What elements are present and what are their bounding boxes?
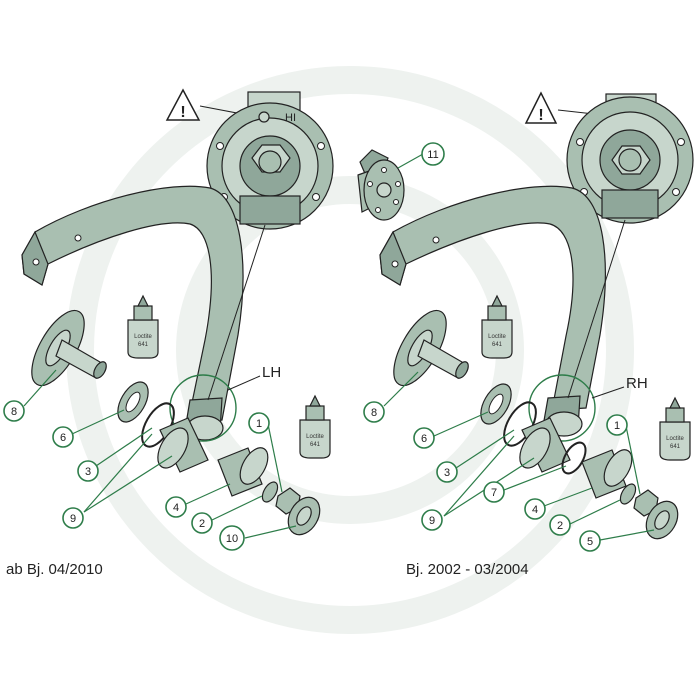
svg-text:!: ! (538, 107, 543, 124)
loctite-bottle: Loctite 641 (481, 294, 513, 359)
svg-text:!: ! (180, 104, 185, 121)
zoom-circle (169, 374, 237, 442)
washer-6 (480, 383, 512, 425)
callout-4: 4 (165, 496, 187, 518)
callout-3: 3 (436, 461, 458, 483)
svg-text:6: 6 (60, 432, 66, 444)
svg-text:9: 9 (70, 513, 76, 525)
bushing-9 (157, 417, 209, 473)
callout-9: 9 (421, 509, 443, 531)
svg-text:1: 1 (256, 418, 262, 430)
callout-10: 10 (219, 525, 245, 551)
svg-text:10: 10 (226, 533, 238, 545)
flange-shaft-part (31, 309, 107, 387)
flange-shaft-part (393, 309, 469, 387)
mounting-plate (566, 93, 694, 224)
lock-nut-10 (287, 496, 321, 536)
svg-text:1: 1 (614, 420, 620, 432)
lock-nut-5 (645, 500, 679, 540)
loctite-bottle: Loctite 641 (127, 294, 159, 359)
svg-text:Loctite: Loctite (306, 434, 324, 440)
svg-text:RH: RH (626, 375, 648, 392)
svg-text:5: 5 (587, 536, 593, 548)
loctite-bottle: Loctite 641 (659, 396, 691, 461)
callout-9: 9 (62, 507, 84, 529)
leader-lines (383, 371, 655, 541)
callout-6: 6 (413, 427, 435, 449)
zoom-circle (528, 374, 596, 442)
svg-text:Loctite: Loctite (134, 334, 152, 340)
svg-text:8: 8 (371, 407, 377, 419)
logo-icon (618, 148, 642, 172)
callout-8: 8 (363, 401, 385, 423)
callout-8: 8 (3, 400, 25, 422)
loctite-bottle: Loctite 641 (299, 394, 331, 459)
svg-text:11: 11 (427, 149, 438, 161)
callout-1: 1 (248, 412, 270, 434)
svg-text:9: 9 (429, 515, 435, 527)
watermark (66, 66, 634, 634)
svg-text:Loctite: Loctite (666, 436, 684, 442)
callout-4: 4 (524, 498, 546, 520)
svg-text:3: 3 (444, 467, 450, 479)
curved-arm (379, 185, 606, 437)
svg-text:641: 641 (138, 342, 149, 348)
logo-icon (258, 111, 270, 123)
svg-text:2: 2 (557, 520, 563, 532)
svg-text:2: 2 (199, 518, 205, 530)
svg-text:8: 8 (11, 406, 17, 418)
callout-6: 6 (52, 426, 74, 448)
svg-text:7: 7 (491, 487, 497, 499)
svg-text:HI: HI (285, 112, 296, 124)
callout-2: 2 (191, 512, 213, 534)
svg-text:4: 4 (173, 502, 179, 514)
part-11-hub: 11 (357, 142, 445, 221)
svg-text:3: 3 (85, 466, 91, 478)
washer-2 (619, 483, 637, 505)
svg-text:641: 641 (492, 342, 503, 348)
washer-6 (117, 381, 149, 423)
svg-text:Loctite: Loctite (488, 334, 506, 340)
mounting-plate: HI (206, 91, 334, 230)
svg-text:641: 641 (310, 442, 321, 448)
left-assembly: ! HI (3, 88, 334, 578)
callout-7: 7 (483, 481, 505, 503)
svg-text:LH: LH (262, 364, 281, 381)
callout-3: 3 (77, 460, 99, 482)
leader-lines (23, 369, 297, 539)
svg-text:6: 6 (421, 433, 427, 445)
caption-right: Bj. 2002 - 03/2004 (406, 561, 529, 578)
bearing-sleeve-4 (581, 449, 633, 499)
svg-text:641: 641 (670, 444, 681, 450)
callout-1: 1 (606, 414, 628, 436)
callout-5: 5 (579, 530, 601, 552)
washer-2 (261, 481, 279, 503)
caption-left: ab Bj. 04/2010 (6, 561, 103, 578)
svg-text:4: 4 (532, 504, 538, 516)
callout-2: 2 (549, 514, 571, 536)
right-assembly: ! RH (363, 91, 694, 578)
bushing-9 (519, 417, 571, 473)
